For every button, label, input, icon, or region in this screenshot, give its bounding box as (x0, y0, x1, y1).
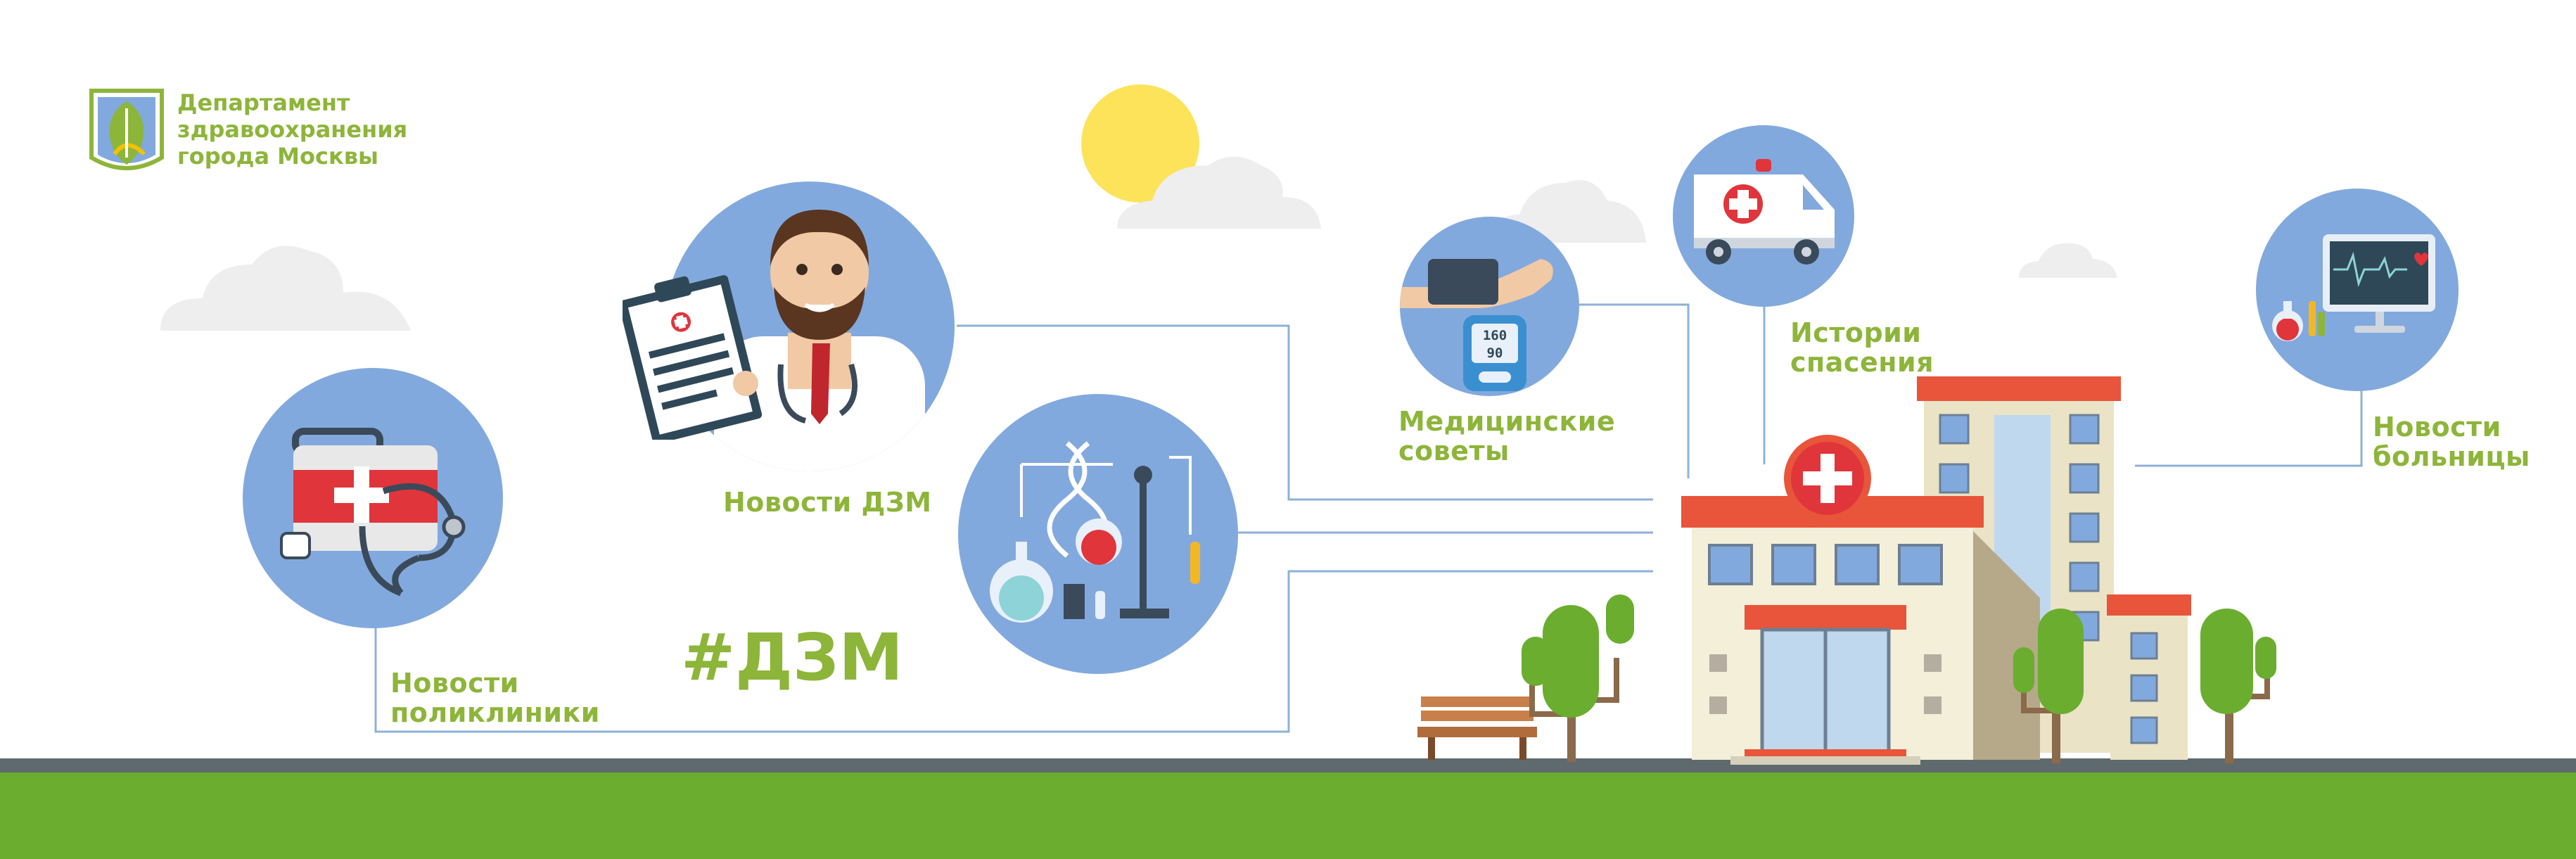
heart-monitor-icon (2272, 234, 2435, 341)
laboratory-icon (990, 441, 1200, 623)
bench-icon (1417, 696, 1537, 760)
road (0, 758, 2576, 772)
tree-icon (2200, 609, 2276, 763)
tree-icon (2013, 609, 2084, 763)
hashtag: #ДЗМ (681, 620, 903, 695)
tree-icon (1522, 594, 1634, 762)
polyclinic-news-link[interactable]: Новости поликлиники (390, 668, 600, 728)
logo-title-line2: здравоохранения (177, 116, 408, 143)
ambulance-icon (1694, 159, 1835, 265)
blood-pressure-monitor-icon: 160 90 (1400, 259, 1553, 391)
polyclinic-news-circle[interactable] (243, 368, 503, 628)
logo-title-line1: Департамент (177, 89, 350, 116)
cloud-icon (160, 246, 411, 331)
bp-diastolic-value: 90 (1487, 345, 1503, 361)
hospital-news-link[interactable]: Новости больницы (2373, 412, 2530, 472)
rescue-stories-circle[interactable] (1673, 125, 1854, 307)
first-aid-kit-icon (292, 428, 438, 551)
hospital-news-circle[interactable] (2256, 189, 2459, 391)
grass-ground (0, 772, 2576, 859)
medical-tips-circle[interactable]: 160 90 (1400, 217, 1579, 396)
clipboard-icon (623, 271, 763, 440)
cloud-icon (2019, 243, 2117, 278)
logo-emblem-icon (88, 87, 165, 179)
logo-title-line3: города Москвы (177, 143, 378, 170)
cloud-icon (1117, 156, 1321, 229)
medical-tips-link[interactable]: Медицинские советы (1398, 406, 1616, 466)
rescue-stories-link[interactable]: Истории спасения (1790, 317, 1934, 378)
hospital-building-icon (1681, 376, 2191, 765)
doctor-icon (714, 210, 925, 471)
laboratory-circle[interactable] (958, 394, 1238, 674)
bp-systolic-value: 160 (1483, 328, 1507, 343)
dzm-news-link[interactable]: Новости ДЗМ (723, 487, 932, 518)
